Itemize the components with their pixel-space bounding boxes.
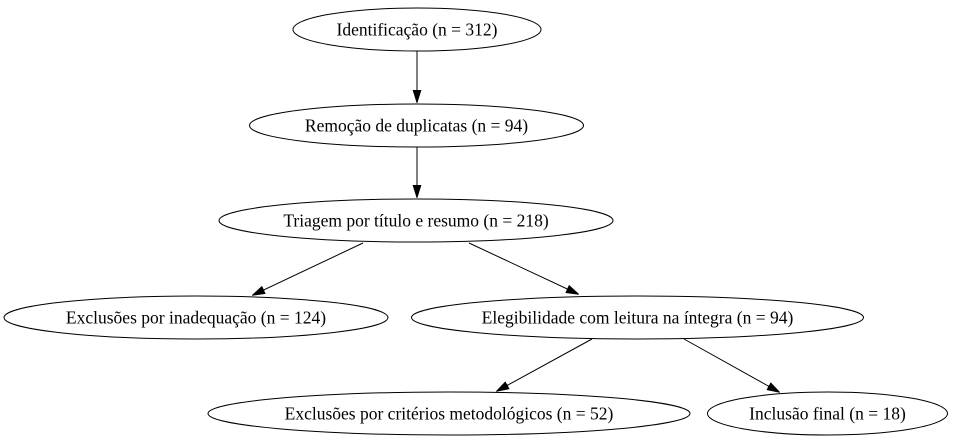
node-remocao-duplicatas-label: Remoção de duplicatas (n = 94) — [305, 116, 528, 136]
node-identificacao: Identificação (n = 312) — [292, 7, 542, 52]
node-inclusao-final: Inclusão final (n = 18) — [707, 391, 948, 436]
node-remocao-duplicatas-shape — [249, 103, 584, 148]
node-exclusoes-inadequacao-shape — [3, 295, 389, 340]
node-exclusoes-inadequacao-label: Exclusões por inadequação (n = 124) — [66, 308, 326, 328]
edge-elegibilidade-to-exclusoes-metodologicos — [497, 338, 593, 391]
node-elegibilidade-integra-label: Elegibilidade com leitura na íntegra (n … — [482, 308, 794, 328]
node-exclusoes-metodologicos-label: Exclusões por critérios metodológicos (n… — [285, 404, 614, 424]
node-exclusoes-metodologicos-shape — [207, 391, 691, 436]
node-exclusoes-metodologicos: Exclusões por critérios metodológicos (n… — [207, 391, 691, 436]
edges — [253, 51, 779, 392]
node-triagem-titulo-resumo-label: Triagem por título e resumo (n = 218) — [283, 211, 549, 231]
node-identificacao-label: Identificação (n = 312) — [337, 20, 498, 40]
edge-triagem-to-exclusoes-inadequacao — [253, 242, 364, 295]
node-triagem-titulo-resumo-shape — [218, 198, 614, 243]
node-elegibilidade-integra: Elegibilidade com leitura na íntegra (n … — [411, 295, 864, 340]
node-triagem-titulo-resumo: Triagem por título e resumo (n = 218) — [218, 198, 614, 243]
edge-elegibilidade-to-inclusao-final — [683, 338, 779, 392]
node-inclusao-final-shape — [707, 391, 948, 436]
edge-triagem-to-elegibilidade — [468, 242, 578, 294]
node-elegibilidade-integra-shape — [411, 295, 864, 340]
node-identificacao-shape — [292, 7, 542, 52]
node-exclusoes-inadequacao: Exclusões por inadequação (n = 124) — [3, 295, 389, 340]
node-remocao-duplicatas: Remoção de duplicatas (n = 94) — [249, 103, 584, 148]
node-inclusao-final-label: Inclusão final (n = 18) — [749, 404, 906, 424]
